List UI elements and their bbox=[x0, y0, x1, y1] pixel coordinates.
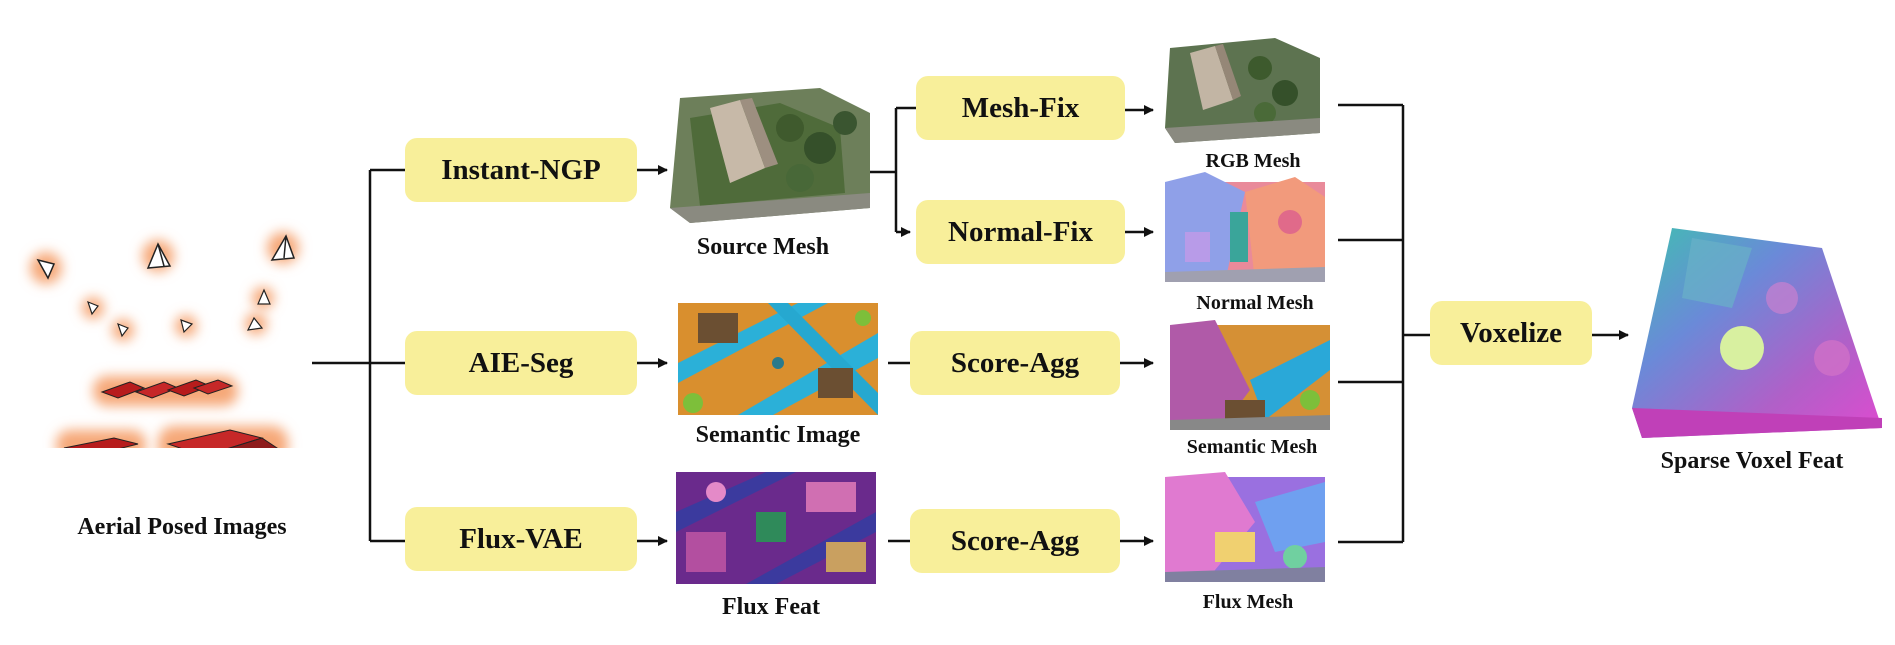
flux-vae-label: Flux-VAE bbox=[459, 522, 583, 555]
flux-mesh-thumbnail bbox=[1165, 472, 1325, 582]
flux-feat-thumbnail bbox=[676, 472, 876, 584]
camera-icon bbox=[245, 313, 267, 335]
score-agg-semantic-box: Score-Agg bbox=[910, 331, 1120, 395]
normal-fix-box: Normal-Fix bbox=[916, 200, 1125, 264]
aie-seg-label: AIE-Seg bbox=[468, 346, 574, 379]
score-agg-flux-label: Score-Agg bbox=[950, 524, 1080, 557]
rgb-mesh-caption: RGB Mesh bbox=[1205, 150, 1301, 172]
normal-mesh-thumbnail bbox=[1165, 172, 1325, 282]
voxelize-box: Voxelize bbox=[1430, 301, 1592, 365]
rgb-mesh-thumbnail bbox=[1165, 38, 1320, 143]
sparse-voxel-caption: Sparse Voxel Feat bbox=[1660, 448, 1844, 474]
camera-icon bbox=[82, 297, 104, 319]
semantic-image-caption: Semantic Image bbox=[695, 422, 861, 448]
semantic-mesh-caption: Semantic Mesh bbox=[1186, 436, 1318, 458]
aerial-images-illustration bbox=[30, 232, 299, 448]
source-mesh-thumbnail bbox=[670, 88, 870, 223]
score-agg-flux-box: Score-Agg bbox=[910, 509, 1120, 573]
instant-ngp-label: Instant-NGP bbox=[441, 153, 601, 186]
flux-vae-box: Flux-VAE bbox=[405, 507, 637, 571]
aie-seg-box: AIE-Seg bbox=[405, 331, 637, 395]
camera-icon bbox=[252, 287, 274, 309]
normal-mesh-caption: Normal Mesh bbox=[1196, 292, 1314, 314]
instant-ngp-box: Instant-NGP bbox=[405, 138, 637, 202]
camera-icon bbox=[30, 252, 62, 284]
sparse-voxel-thumbnail bbox=[1632, 228, 1882, 438]
camera-icon bbox=[175, 315, 197, 337]
semantic-image-thumbnail bbox=[678, 303, 878, 415]
camera-icon bbox=[142, 240, 174, 272]
mesh-fix-box: Mesh-Fix bbox=[916, 76, 1125, 140]
voxelize-label: Voxelize bbox=[1459, 316, 1562, 349]
flux-feat-caption: Flux Feat bbox=[722, 594, 820, 620]
mesh-fix-label: Mesh-Fix bbox=[961, 91, 1080, 124]
semantic-mesh-thumbnail bbox=[1170, 320, 1330, 430]
image-strip bbox=[56, 426, 288, 448]
source-mesh-caption: Source Mesh bbox=[696, 234, 830, 260]
flux-mesh-caption: Flux Mesh bbox=[1202, 591, 1294, 613]
image-strip bbox=[93, 376, 238, 406]
normal-fix-label: Normal-Fix bbox=[948, 215, 1093, 248]
score-agg-semantic-label: Score-Agg bbox=[950, 346, 1080, 379]
camera-icon bbox=[267, 232, 299, 264]
aerial-images-caption: Aerial Posed Images bbox=[77, 514, 287, 540]
camera-icon bbox=[112, 319, 134, 341]
